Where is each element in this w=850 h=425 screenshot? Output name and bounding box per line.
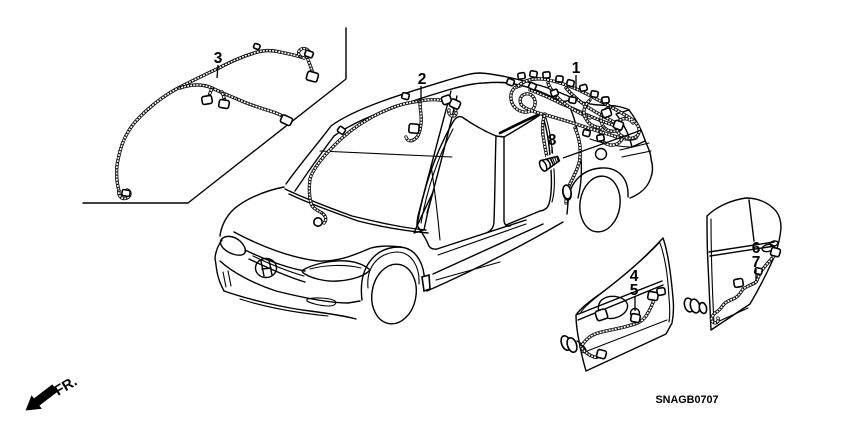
svg-text:7: 7 (752, 254, 761, 271)
svg-text:3: 3 (214, 50, 223, 67)
svg-text:SNAGB0707: SNAGB0707 (655, 394, 718, 406)
svg-text:2: 2 (418, 71, 427, 88)
svg-text:1: 1 (572, 60, 581, 77)
svg-text:FR.: FR. (52, 374, 80, 400)
svg-text:5: 5 (630, 282, 639, 299)
svg-text:6: 6 (752, 240, 761, 257)
svg-text:4: 4 (630, 268, 639, 285)
svg-text:8: 8 (548, 132, 557, 149)
